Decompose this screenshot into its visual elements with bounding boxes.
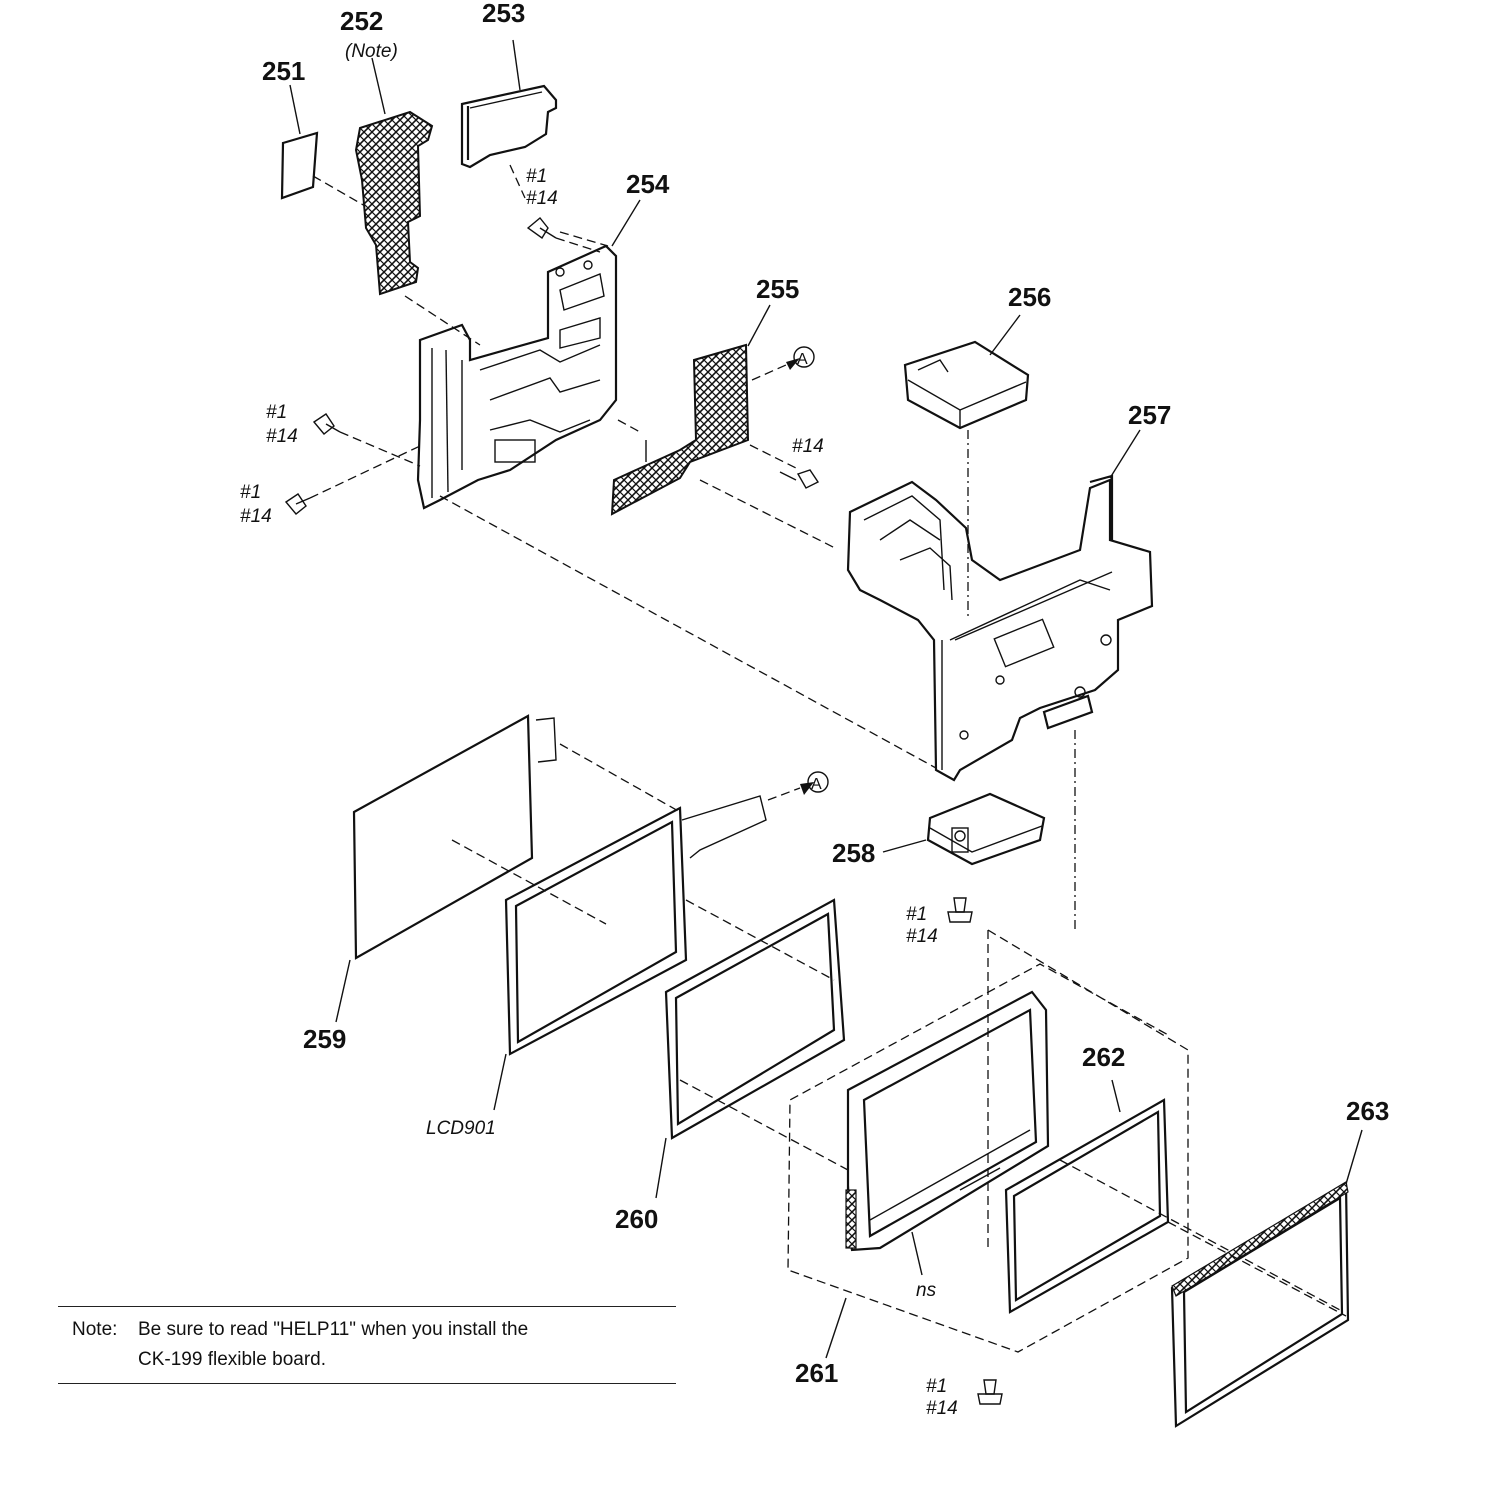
label-257: 257 [1128, 400, 1171, 430]
label-262: 262 [1082, 1042, 1125, 1072]
screw-253-ref-14: #14 [526, 188, 558, 209]
note-line-2: CK-199 flexible board. [138, 1349, 326, 1370]
part-260-frame [655, 898, 849, 1199]
label-251: 251 [262, 56, 305, 86]
note-prefix: Note: [72, 1319, 118, 1340]
part-254-rear-frame [416, 199, 641, 510]
note-line-1: Be sure to read "HELP11" when you instal… [138, 1319, 529, 1340]
label-258: 258 [832, 838, 875, 868]
screw-left-upper-ref-1: #1 [266, 402, 287, 423]
label-255: 255 [756, 274, 799, 304]
label-263: 263 [1346, 1096, 1389, 1126]
part-261-assembly-group [787, 929, 1189, 1359]
screw-258-ref-14: #14 [906, 926, 938, 947]
part-263-window [1167, 1129, 1363, 1428]
label-252: 252 [340, 6, 383, 36]
connector-a-lower: A [767, 771, 829, 801]
part-255-circuit-board [610, 304, 836, 549]
label-252-note: (Note) [345, 41, 398, 62]
screw-255 [779, 469, 820, 489]
label-259: 259 [303, 1024, 346, 1054]
part-lcd901-panel [493, 795, 767, 1111]
part-251-sheet [280, 84, 373, 211]
screw-258-ref-1: #1 [906, 904, 927, 925]
label-lcd901: LCD901 [426, 1118, 496, 1139]
screw-left-lower-ref-14: #14 [240, 506, 272, 527]
screw-left-lower [284, 445, 421, 515]
screw-261 [977, 1379, 1003, 1405]
part-252-flexible-board [354, 57, 481, 346]
screw-261-ref-14: #14 [926, 1398, 958, 1419]
part-262-frame [1004, 1079, 1341, 1314]
part-253-bracket [460, 39, 558, 199]
screw-left-upper [312, 413, 421, 467]
screw-255-ref-14: #14 [792, 436, 824, 457]
label-ns: ns [916, 1280, 937, 1301]
connector-a-upper-label: A [797, 351, 808, 368]
note-box: Note: Be sure to read "HELP11" when you … [58, 1306, 676, 1384]
label-253: 253 [482, 0, 525, 28]
part-257-chassis [846, 429, 1154, 930]
part-261-lcd-housing [845, 990, 1050, 1276]
connector-a-lower-label: A [811, 776, 822, 793]
label-256: 256 [1008, 282, 1051, 312]
part-256-module [903, 314, 1030, 620]
label-254: 254 [626, 169, 670, 199]
part-259-sheet [335, 714, 681, 1023]
label-260: 260 [615, 1204, 658, 1234]
screw-253 [526, 217, 601, 253]
screw-253-ref-1: #1 [526, 166, 547, 187]
screw-left-upper-ref-14: #14 [266, 426, 298, 447]
screw-left-lower-ref-1: #1 [240, 482, 261, 503]
screw-261-ref-1: #1 [926, 1376, 947, 1397]
alignment-line-frame-chassis [439, 495, 937, 769]
label-261: 261 [795, 1358, 838, 1388]
screw-258 [947, 897, 973, 923]
part-258-module [882, 792, 1046, 866]
connector-a-upper: A [751, 346, 815, 381]
